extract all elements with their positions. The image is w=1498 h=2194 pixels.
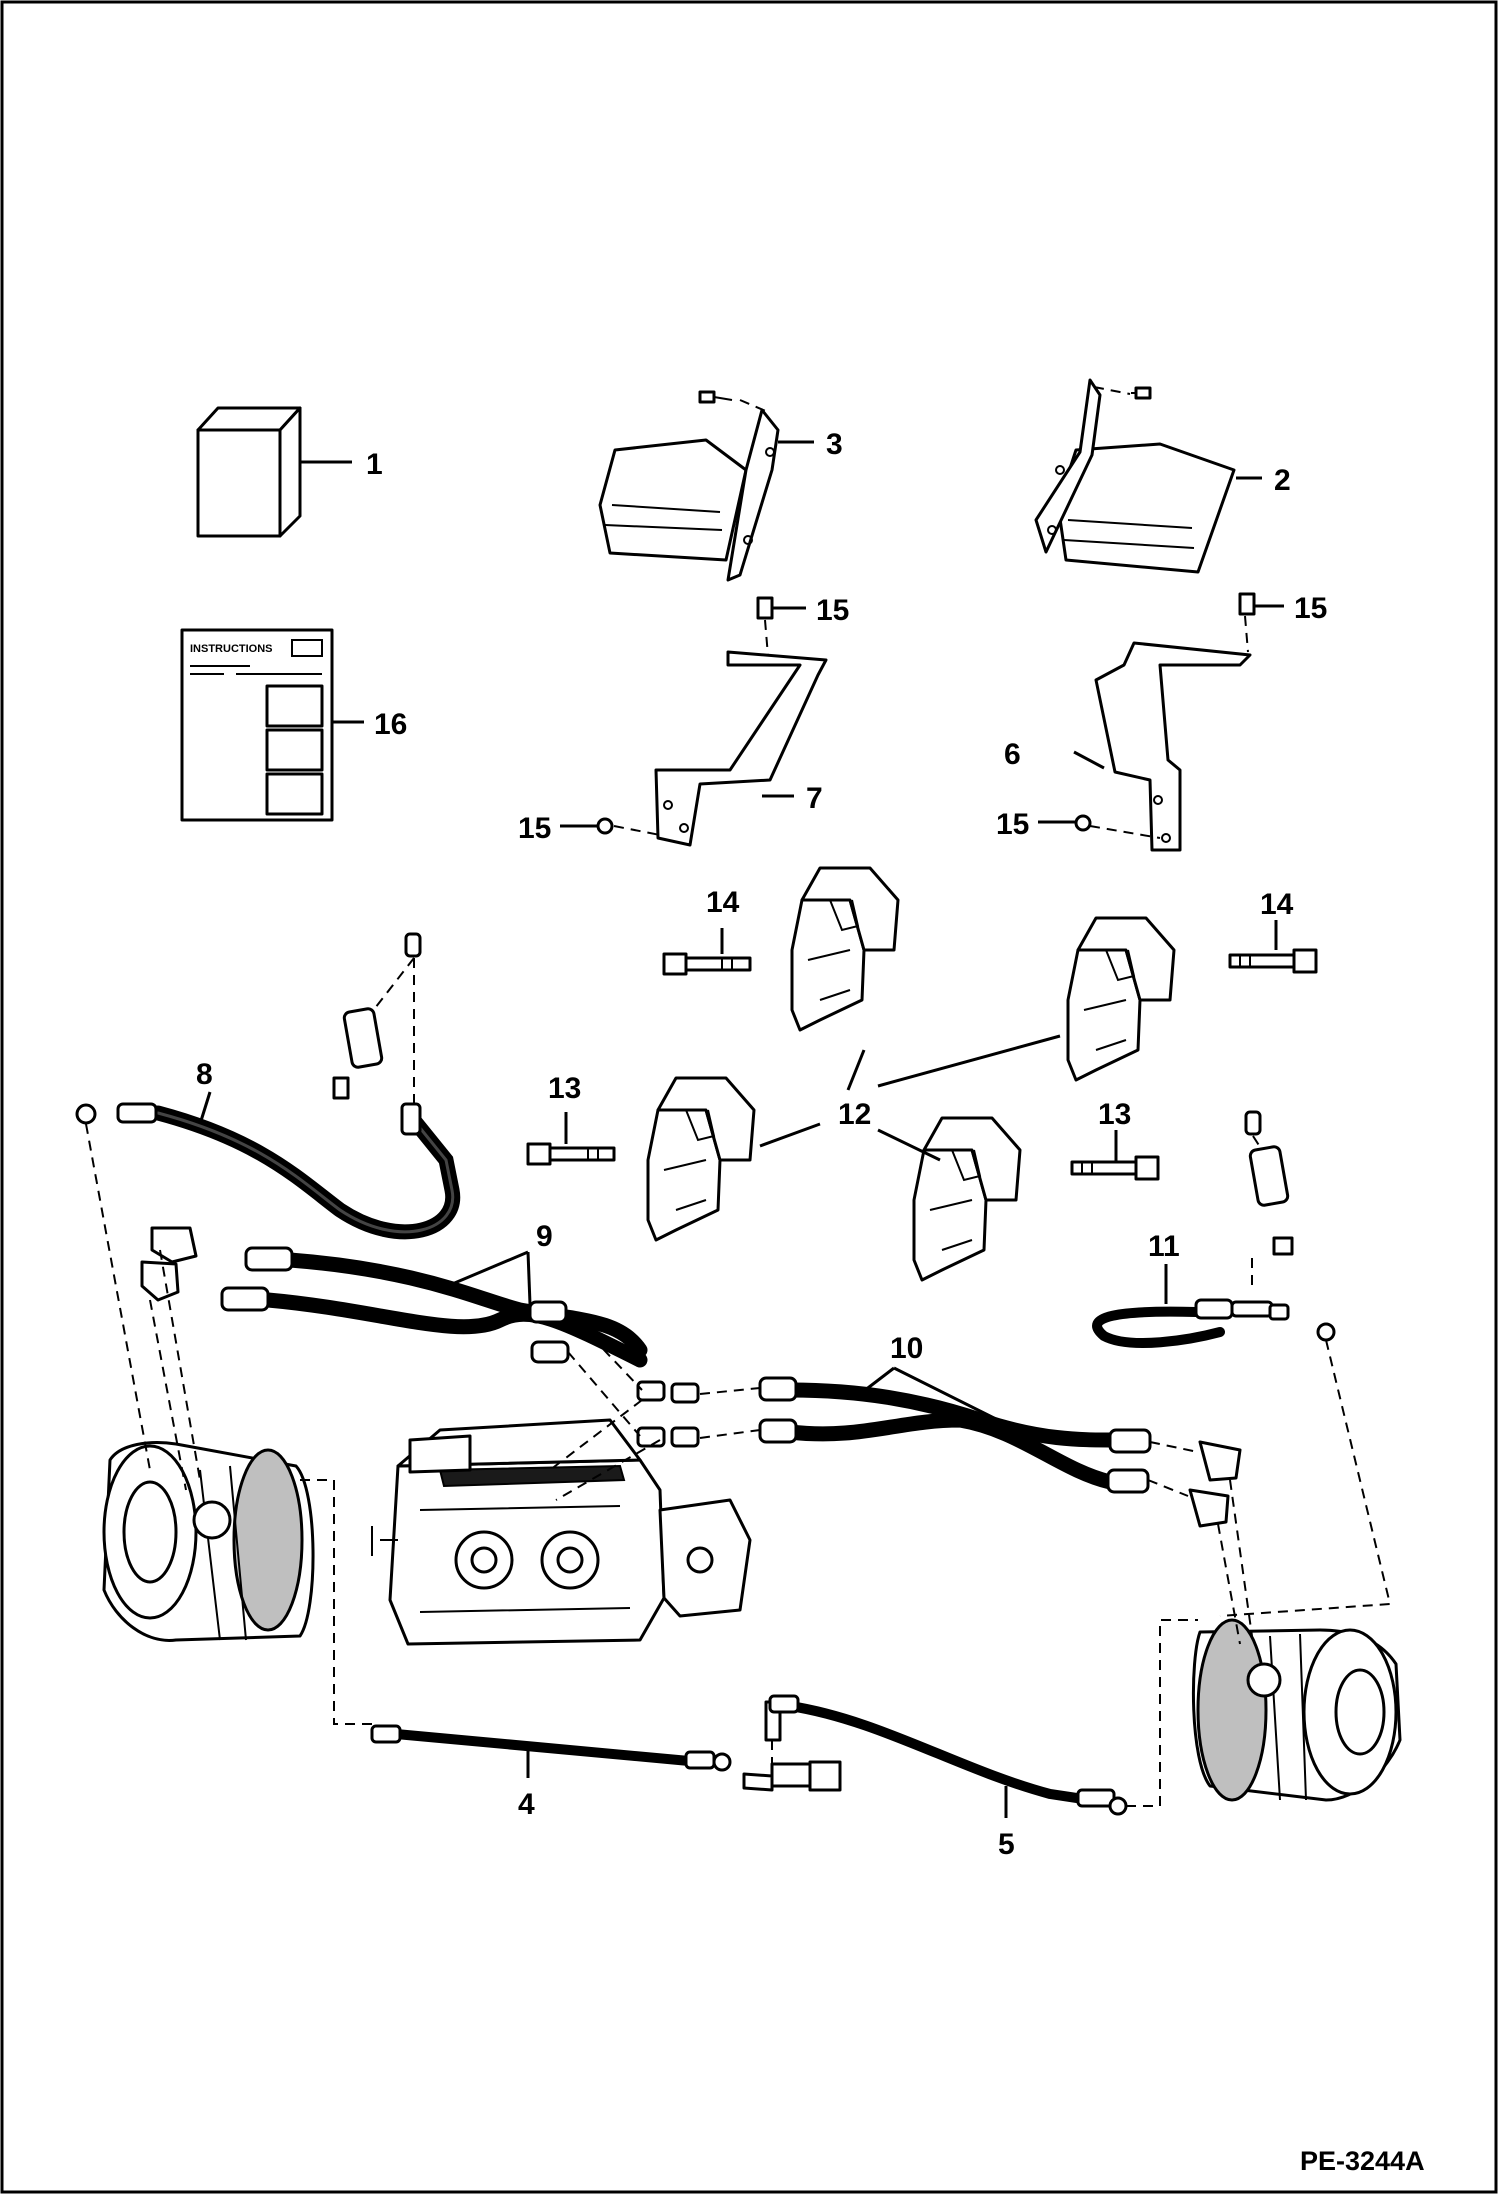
filter-assembly-left [332,932,422,1104]
callout-9: 9 [536,1220,553,1253]
callout-13-right: 13 [1098,1098,1131,1131]
part-9-hoses [140,1226,648,1368]
part-3-left-shield [598,390,780,582]
callout-13-left: 13 [548,1072,581,1105]
callout-15-bottom-right: 15 [996,808,1029,841]
instructions-heading: INSTRUCTIONS [190,643,273,655]
pump-fittings [636,1380,700,1448]
part-12-mount-block-lower-left [646,1076,756,1242]
callout-5: 5 [998,1828,1015,1861]
callout-8: 8 [196,1058,213,1091]
part-12-mount-block-upper-right [1066,916,1176,1082]
callout-12: 12 [838,1098,871,1131]
callout-14-right: 14 [1260,888,1294,921]
part-10-hoses [758,1376,1242,1528]
part-6-right-bracket [1074,592,1256,852]
right-drive-motor [1191,1618,1402,1802]
part-1-box [196,406,302,538]
part-11-hose [1092,1298,1336,1348]
part-12-mount-block-lower-right [912,1116,1022,1282]
callout-16: 16 [374,708,407,741]
callout-14-left: 14 [706,886,740,919]
callout-6: 6 [1004,738,1021,771]
part-15-nut-right [1074,814,1092,832]
part-13-bolt-left [526,1142,616,1166]
figure-reference-code: PE-3244A [1300,2146,1425,2176]
part-5-hose [768,1694,1128,1816]
callout-15-top-right: 15 [1294,592,1327,625]
callout-3: 3 [826,428,843,461]
part-16-instruction-sheet: INSTRUCTIONS [180,628,334,822]
leader-lines [198,440,1284,1818]
part-13-bolt-right [1070,1155,1160,1181]
part-8-hose [75,1102,461,1240]
filter-assembly-right [1244,1110,1294,1292]
callout-15-top-left: 15 [816,594,849,627]
left-drive-motor [102,1441,315,1642]
tee-fitting-valve [742,1700,842,1792]
part-14-bolt-right [1228,948,1318,974]
callout-10: 10 [890,1332,923,1365]
part-15-bolt-left [756,596,774,620]
part-12-mount-block-upper-left [790,866,900,1032]
part-15-nut-left [596,817,614,835]
callout-15-bottom-left: 15 [518,812,551,845]
part-2-right-shield [1034,378,1236,574]
callout-1: 1 [366,448,383,481]
part-15-bolt-right [1238,592,1256,616]
dashed-connection-lines [85,1123,1392,1807]
hydrostatic-pump [371,1418,752,1646]
part-14-bolt-left [662,952,752,976]
part-7-left-bracket [596,596,828,847]
callout-2: 2 [1274,464,1291,497]
callout-labels: 1 2 3 15 15 16 6 7 15 15 14 14 13 13 12 … [196,428,1327,1861]
part-4-hose [370,1724,732,1772]
callout-11: 11 [1148,1230,1180,1263]
callout-4: 4 [518,1788,535,1821]
callout-7: 7 [806,782,823,815]
